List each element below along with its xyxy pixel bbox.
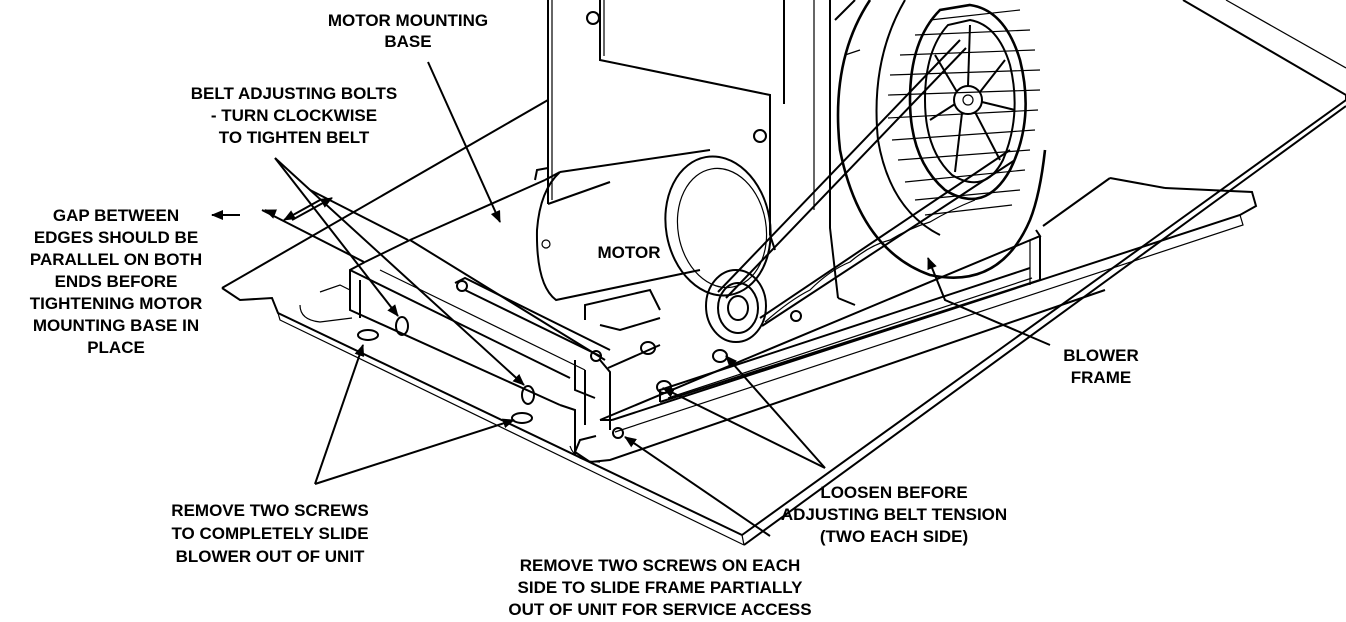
label-line: OUT OF UNIT FOR SERVICE ACCESS: [508, 600, 811, 619]
leader-lines: [211, 61, 1051, 537]
label-loosen-before: LOOSEN BEFORE ADJUSTING BELT TENSION (TW…: [781, 483, 1007, 546]
label-line: SIDE TO SLIDE FRAME PARTIALLY: [518, 578, 804, 597]
blower-housing: [547, 0, 861, 306]
base-pan: [221, 0, 1346, 546]
drive-belt: [717, 39, 1016, 327]
blower-frame-rails: [574, 177, 1258, 464]
label-line: (TWO EACH SIDE): [820, 527, 968, 546]
label-line: PLACE: [87, 338, 145, 357]
label-line: MOTOR: [598, 243, 661, 262]
label-remove-two-screws-frame: REMOVE TWO SCREWS ON EACH SIDE TO SLIDE …: [508, 556, 811, 619]
label-line: BASE: [384, 32, 431, 51]
label-belt-adjusting-bolts: BELT ADJUSTING BOLTS - TURN CLOCKWISE TO…: [191, 84, 398, 147]
label-line: BLOWER: [1063, 346, 1139, 365]
label-line: ADJUSTING BELT TENSION: [781, 505, 1007, 524]
label-line: TO TIGHTEN BELT: [219, 128, 370, 147]
label-gap-between-edges: GAP BETWEEN EDGES SHOULD BE PARALLEL ON …: [30, 206, 203, 357]
label-line: BELT ADJUSTING BOLTS: [191, 84, 398, 103]
gap-dimension: [261, 189, 409, 263]
label-motor-mounting-base: MOTOR MOUNTING BASE: [328, 11, 488, 51]
label-line: FRAME: [1071, 368, 1131, 387]
label-line: REMOVE TWO SCREWS ON EACH: [520, 556, 801, 575]
label-line: ENDS BEFORE: [55, 272, 178, 291]
motor-mounting-base: [299, 171, 802, 463]
label-remove-two-screws-blower: REMOVE TWO SCREWS TO COMPLETELY SLIDE BL…: [171, 501, 368, 566]
blower-wheel: [836, 0, 1047, 279]
label-line: GAP BETWEEN: [53, 206, 179, 225]
label-motor: MOTOR: [598, 243, 661, 262]
label-line: TO COMPLETELY SLIDE: [171, 524, 368, 543]
label-line: TIGHTENING MOTOR: [30, 294, 203, 313]
label-line: EDGES SHOULD BE: [34, 228, 198, 247]
label-line: MOUNTING BASE IN: [33, 316, 199, 335]
label-line: REMOVE TWO SCREWS: [171, 501, 368, 520]
label-blower-frame: BLOWER FRAME: [1063, 346, 1139, 387]
motor: [534, 149, 772, 343]
label-line: - TURN CLOCKWISE: [211, 106, 377, 125]
label-line: LOOSEN BEFORE: [820, 483, 967, 502]
label-line: PARALLEL ON BOTH: [30, 250, 202, 269]
label-line: MOTOR MOUNTING: [328, 11, 488, 30]
label-line: BLOWER OUT OF UNIT: [176, 547, 365, 566]
